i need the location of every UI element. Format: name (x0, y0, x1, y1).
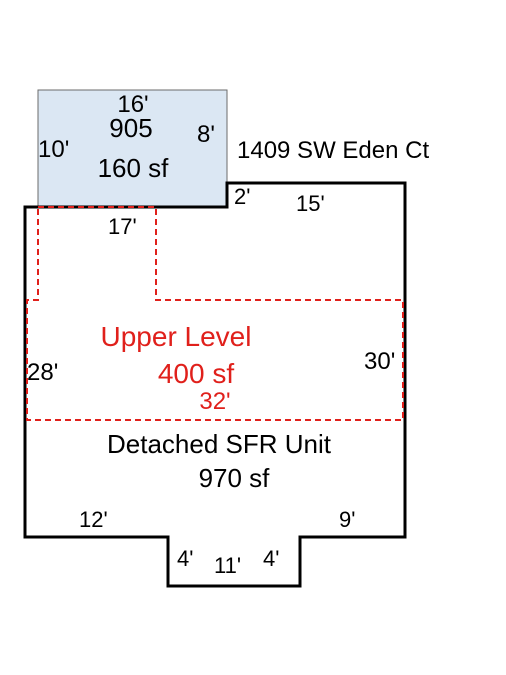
upper-level-top-label: 17' (108, 214, 137, 239)
bottom-right-dimension-label: 9' (339, 507, 355, 532)
address-label: 1409 SW Eden Ct (237, 137, 429, 164)
notch-label: 2' (234, 184, 250, 209)
bottom-left-dimension-label: 12' (79, 507, 108, 532)
annex-width-label: 16' (117, 91, 148, 118)
upper-level-width-label: 32' (199, 388, 230, 415)
left-dimension-label: 28' (27, 359, 58, 386)
annex-room (37, 89, 228, 208)
right-dimension-label: 30' (364, 348, 395, 375)
annex-area-label: 160 sf (98, 153, 170, 183)
top-right-dimension-label: 15' (296, 191, 325, 216)
bump-right-dimension-label: 4' (263, 546, 279, 571)
annex-right-label: 8' (197, 121, 215, 148)
upper-level-outline (26, 206, 404, 421)
main-building-outline (23, 181, 407, 588)
building-name-label: Detached SFR Unit (107, 429, 332, 459)
annex-left-label: 10' (38, 136, 69, 163)
bump-bottom-dimension-label: 11' (214, 553, 241, 578)
upper-level-name-label: Upper Level (101, 321, 252, 352)
annex-id-label: 905 (109, 113, 152, 143)
upper-level-area-label: 400 sf (158, 358, 234, 389)
bump-left-dimension-label: 4' (177, 546, 193, 571)
building-area-label: 970 sf (199, 463, 271, 493)
